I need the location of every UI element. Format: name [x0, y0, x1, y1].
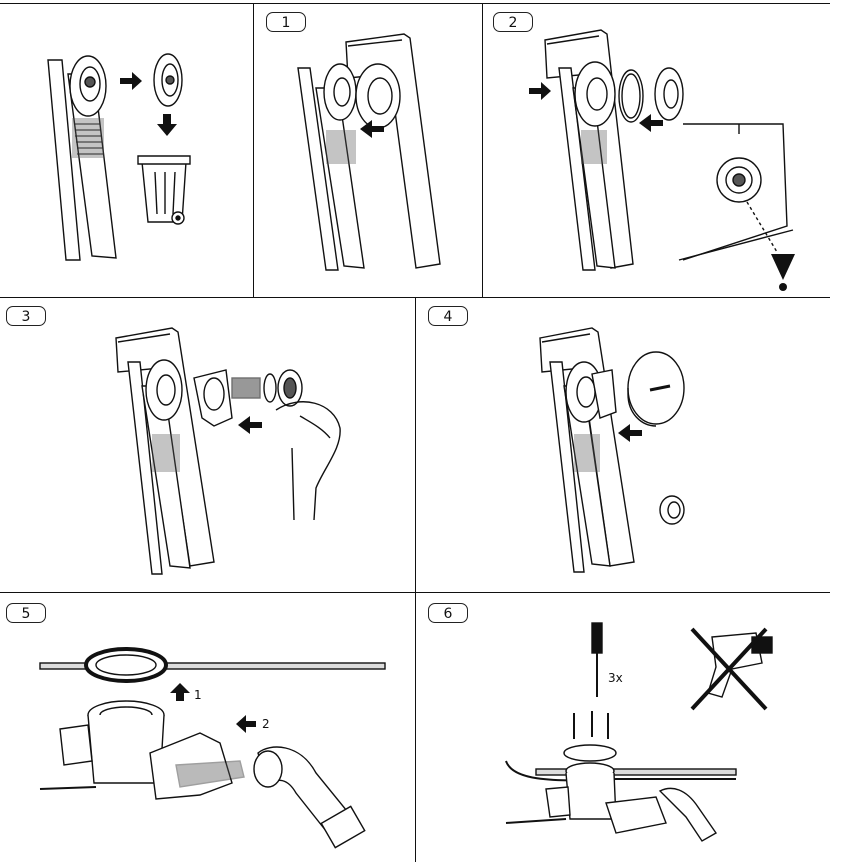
step-1-illustration — [297, 33, 441, 271]
step-3-illustration — [115, 327, 341, 575]
step-badge-1: 1 — [266, 12, 306, 32]
trash-bin-icon — [137, 155, 191, 225]
arrow-down-icon — [157, 114, 177, 136]
crossed-drill-icon — [690, 627, 773, 711]
panel-step-4: 4 — [416, 298, 830, 592]
panel-step-3: 3 — [0, 298, 415, 592]
col-divider-bottom — [415, 297, 416, 862]
panel-intro — [0, 4, 253, 297]
arrow-left-icon — [618, 424, 642, 442]
step-4-illustration — [539, 327, 685, 573]
col-divider-top-1 — [253, 3, 254, 297]
step-badge-6: 6 — [428, 603, 468, 623]
intro-illustration — [47, 53, 191, 261]
panel-step-1: 1 — [254, 4, 482, 297]
col-divider-top-2 — [482, 3, 483, 297]
step-6-illustration — [505, 622, 773, 842]
screw-count-label: 3x — [608, 671, 623, 685]
screwdriver-icon — [591, 622, 603, 697]
arrow-left-icon — [238, 416, 262, 434]
arrow-two-label: 2 — [262, 717, 270, 731]
step-5-illustration — [39, 647, 386, 849]
top-border — [0, 3, 830, 4]
step-badge-2: 2 — [493, 12, 533, 32]
arrow-left-icon — [360, 120, 384, 138]
panel-step-6: 6 3x — [416, 593, 830, 862]
arrow-one-label: 1 — [194, 688, 202, 702]
arrow-left-icon — [236, 715, 256, 733]
arrow-left-icon — [639, 114, 663, 132]
step-badge-4: 4 — [428, 306, 468, 326]
panel-step-5: 5 1 2 — [0, 593, 415, 862]
step-badge-3: 3 — [6, 306, 46, 326]
arrow-right-icon — [120, 72, 142, 90]
step-badge-5: 5 — [6, 603, 46, 623]
warning-icon — [771, 254, 795, 291]
panel-step-2: 2 — [483, 4, 830, 297]
step-2-illustration — [529, 29, 795, 291]
arrow-up-icon — [170, 683, 190, 701]
arrow-right-icon — [529, 82, 551, 100]
